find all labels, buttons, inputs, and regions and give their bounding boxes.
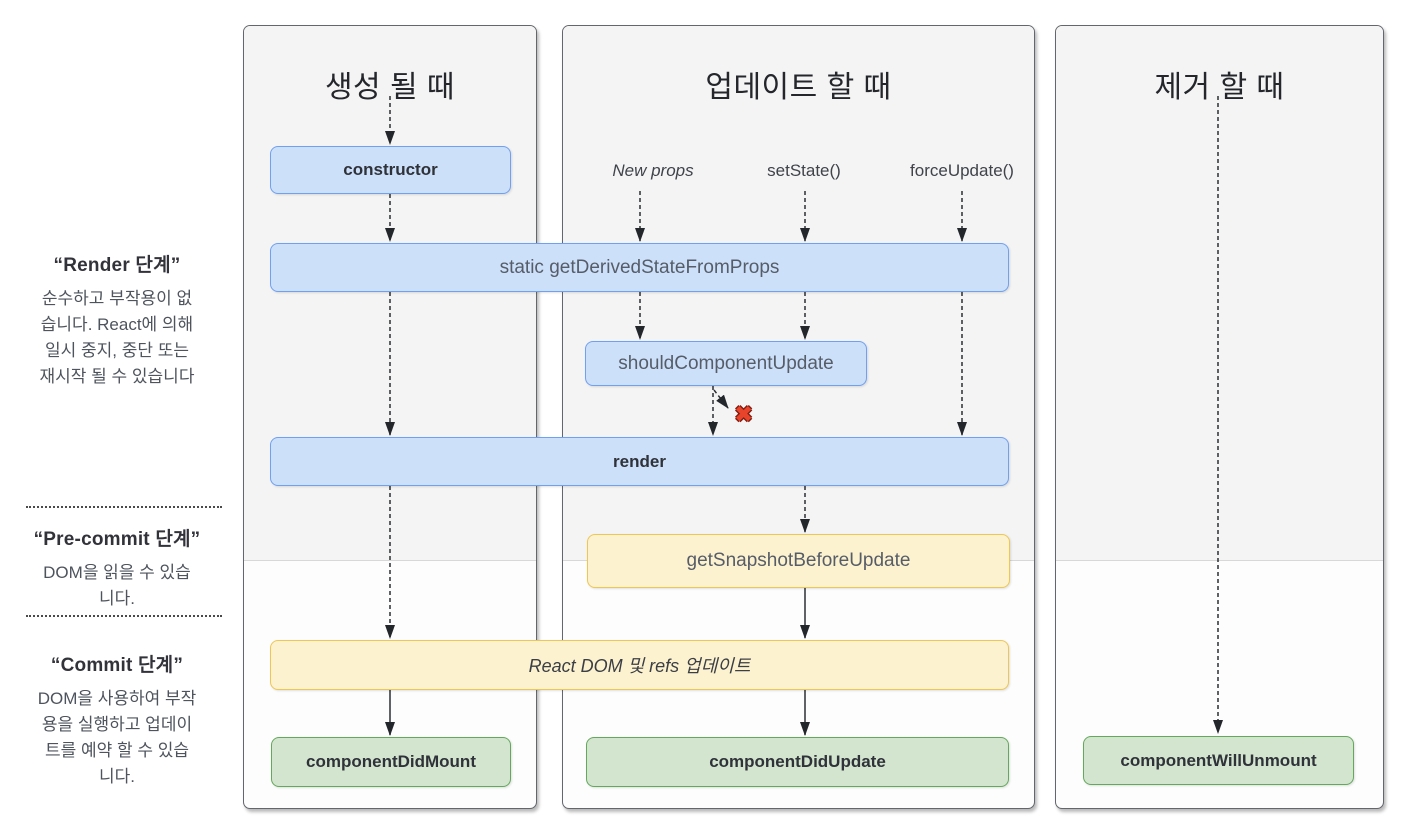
commit-phase-note: “Commit 단계” DOM을 사용하여 부작 용을 실행하고 업데이 트를 … [4,650,230,790]
commit-phase-title: “Commit 단계” [50,655,184,676]
commit-phase-line: 트를 예약 할 수 있습 [44,741,189,760]
pre-commit-phase-note: “Pre-commit 단계” DOM을 읽을 수 있습 니다. [4,524,230,612]
should-component-update-box[interactable]: shouldComponentUpdate [585,341,867,386]
render-phase-line: 습니다. React에 의해 [40,315,194,334]
commit-phase-line: 용을 실행하고 업데이 [41,715,193,734]
panel-mounting-title: 생성 될 때 [324,71,456,104]
panel-updating-title: 업데이트 할 때 [705,71,892,104]
component-did-update-box[interactable]: componentDidUpdate [586,737,1009,787]
panel-unmounting: 제거 할 때 [1055,25,1384,809]
panel-updating: 업데이트 할 때 [562,25,1035,809]
component-will-unmount-box[interactable]: componentWillUnmount [1083,736,1354,785]
component-did-mount-box[interactable]: componentDidMount [271,737,511,787]
trigger-new-props: New props [612,161,694,180]
render-phase-shading [1056,26,1383,561]
pre-commit-phase-line: DOM을 읽을 수 있습 [43,563,191,582]
commit-phase-line: DOM을 사용하여 부작 [37,689,197,708]
trigger-set-state: setState() [767,161,841,180]
pre-commit-phase-line: 니다. [98,589,135,608]
constructor-box[interactable]: constructor [270,146,511,194]
get-snapshot-before-update-box[interactable]: getSnapshotBeforeUpdate [587,534,1010,588]
render-phase-note: “Render 단계” 순수하고 부작용이 없 습니다. React에 의해 일… [4,250,230,390]
react-dom-update-box: React DOM 및 refs 업데이트 [270,640,1009,690]
phase-separator [26,615,222,617]
pre-commit-phase-title: “Pre-commit 단계” [33,529,201,550]
render-phase-line: 순수하고 부작용이 없 [41,289,193,308]
phase-separator [26,506,222,508]
panel-mounting: 생성 될 때 [243,25,537,809]
panel-unmounting-title: 제거 할 때 [1154,71,1285,104]
commit-phase-line: 니다. [98,767,135,786]
render-box[interactable]: render [270,437,1009,486]
get-derived-state-from-props-box[interactable]: static getDerivedStateFromProps [270,243,1009,292]
render-phase-line: 재시작 될 수 있습니다 [39,367,195,386]
render-phase-title: “Render 단계” [53,255,181,276]
render-phase-line: 일시 중지, 중단 또는 [44,341,189,360]
trigger-force-update: forceUpdate() [910,161,1014,180]
cancel-icon: ✖ [734,401,754,427]
